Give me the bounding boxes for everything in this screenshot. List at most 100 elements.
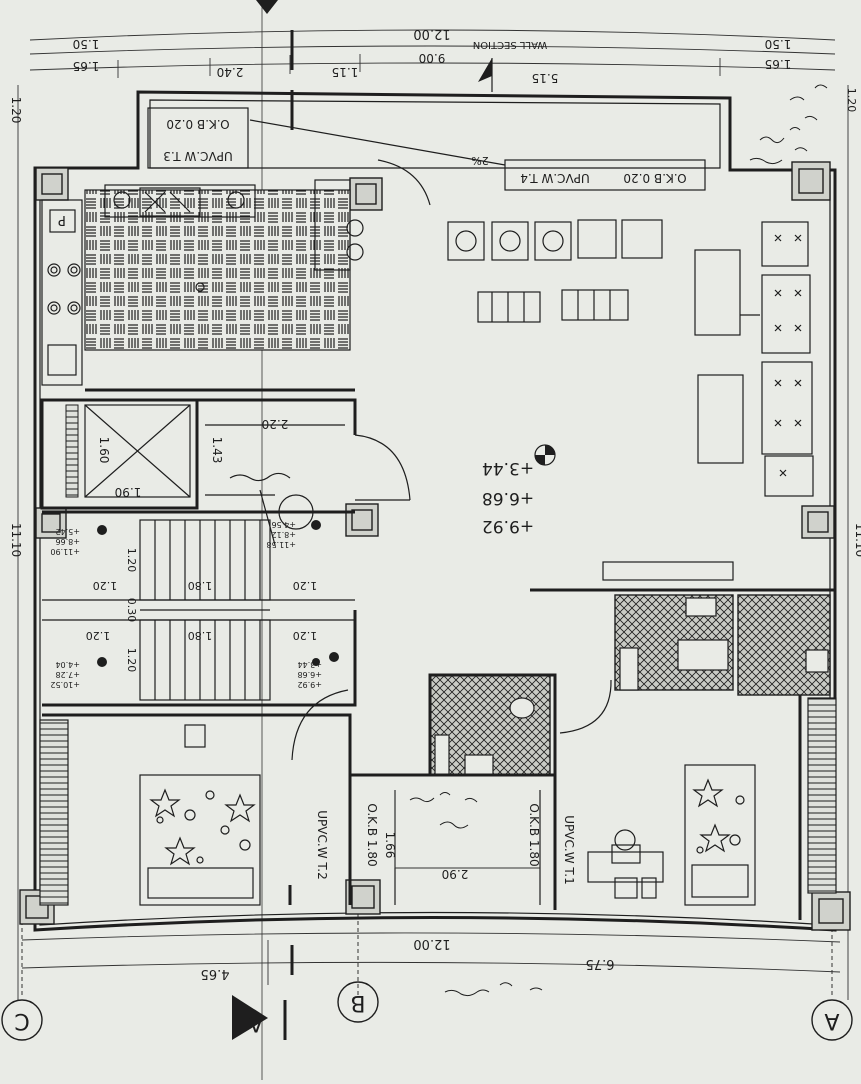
level-marker (534, 444, 556, 466)
coffee-table-1 (694, 249, 741, 336)
coffee-table-2 (697, 374, 744, 464)
bed-right (684, 764, 756, 906)
bed-left (139, 774, 261, 906)
dim-115: 1.15 (332, 65, 359, 79)
dim-143: 1.43 (210, 437, 224, 464)
dim-total-bottom: 12.00 (413, 936, 450, 951)
stair-dim-120b: 1.20 (93, 579, 118, 592)
stair-level-728: +7.28 (55, 670, 80, 679)
stair-level-812: +8.12 (271, 530, 296, 539)
stair-dim-120f: 1.20 (86, 629, 111, 642)
dim-220: 2.20 (262, 417, 289, 431)
window-t4-type: UPVC.W T.4 (520, 171, 589, 185)
elevator-height: 1.60 (97, 437, 111, 464)
stair-level-404: +4.04 (55, 660, 80, 669)
stair-dim-180a: 1.80 (188, 579, 213, 592)
dim-166: 1.66 (383, 832, 397, 859)
top-dimensions: 12.00 1.50 1.65 WALL SECTION 9.00 1.50 1… (29, 26, 836, 85)
dining-chairs (477, 289, 629, 323)
kitchen-wood-floor (84, 189, 351, 351)
dim-side-left-120: 1.20 (9, 97, 23, 124)
stair-level-668b: +6.68 (297, 670, 322, 679)
bath-door-swing-1 (559, 679, 612, 734)
sofa-set (447, 219, 663, 261)
appliance-p-symbol: P (58, 212, 66, 227)
stair-dim-030: 0.30 (125, 598, 138, 623)
dim-240: 2.40 (217, 65, 244, 79)
handwritten-notes-top-right (749, 84, 828, 165)
window-t1-type: UPVC.W T.1 (562, 815, 576, 884)
handwritten-notes-middle (409, 792, 543, 997)
dim-side-right-1110: 11.10 (853, 523, 861, 557)
kitchen-counter (41, 199, 83, 386)
dim-left-150: 1.50 (73, 37, 100, 51)
level-992: +9.92 (482, 516, 534, 536)
bath-door-swing-2 (291, 689, 349, 761)
svg-text:A: A (824, 1008, 839, 1033)
wardrobe-left (39, 719, 69, 906)
window-t3-okb: O.K.B 0.20 (166, 117, 229, 131)
window-t3-frame (147, 107, 249, 169)
stair-level-344b: +3.44 (297, 660, 322, 669)
stair-level-992b: +9.92 (297, 680, 322, 689)
stair-level-1158: +11.58 (266, 540, 296, 549)
wall-section-label: WALL SECTION (473, 39, 548, 50)
lamp-bedside-left (184, 724, 206, 748)
dim-side-right-120: 1.20 (845, 88, 858, 113)
stair-dim-180b: 1.80 (188, 629, 213, 642)
stair-dim-120c: 1.20 (125, 648, 138, 673)
fridge (314, 179, 351, 271)
stair-dim-120d: 1.20 (293, 579, 318, 592)
stair-level-542: +5.42 (55, 527, 80, 536)
sectional-sofa (761, 221, 814, 497)
stair-dim-120e: 1.20 (293, 629, 318, 642)
window-t4-frame (504, 159, 706, 191)
svg-text:A: A (248, 1010, 263, 1035)
bathroom-2-tile (737, 594, 831, 696)
window-t4-okb: O.K.B 0.20 (623, 171, 686, 185)
counter-right (602, 561, 734, 581)
dim-right-150: 1.50 (765, 37, 792, 51)
dim-515: 5.15 (532, 71, 559, 85)
stair-level-866: +8.66 (55, 537, 80, 546)
ceiling-light-kitchen (195, 282, 205, 292)
stove-burners (47, 263, 81, 315)
dim-left-165: 1.65 (73, 59, 100, 73)
elevator-shaft (40, 398, 199, 510)
elevator-width: 1.90 (115, 485, 142, 499)
dim-290: 2.90 (442, 867, 469, 881)
window-t1-okb: O.K.B 1.80 (527, 803, 541, 866)
stair-level-1190: +11.90 (50, 547, 80, 556)
section-marker-bottom: A (232, 995, 287, 1040)
bed-left-pattern (149, 788, 256, 866)
level-344: +3.44 (482, 458, 534, 478)
columns (19, 161, 851, 931)
staircase (42, 510, 357, 707)
kitchen-sink-counter (104, 184, 256, 218)
grid-bubble-c: C (1, 999, 43, 1041)
entry-door-swing (354, 434, 411, 501)
dim-675: 6.75 (586, 956, 615, 971)
svg-text:C: C (14, 1008, 29, 1033)
stair-level-456: +4.56 (271, 520, 296, 529)
level-668: +6.68 (482, 488, 534, 508)
dim-900: 9.00 (419, 51, 446, 65)
north-arrow (478, 58, 492, 82)
dim-total-top: 12.00 (413, 26, 450, 41)
bottom-dimensions: 12.00 6.75 4.65 (21, 932, 841, 985)
stair-level-1052: +10.52 (50, 680, 80, 689)
dim-right-165: 1.65 (765, 57, 792, 71)
bed-right-pattern (692, 778, 745, 854)
stair-dim-120a: 1.20 (125, 548, 138, 573)
section-arrow-top (256, 0, 278, 14)
grid-bubble-a: A (811, 999, 853, 1041)
window-t2-okb: O.K.B 1.80 (365, 803, 379, 866)
grid-bubble-b: B (337, 981, 379, 1023)
window-t2-type: UPVC.W T.2 (315, 810, 329, 879)
balcony-door-swing (377, 159, 431, 206)
svg-text:B: B (350, 990, 365, 1015)
dim-465: 4.65 (201, 966, 230, 981)
wardrobe-right (807, 697, 837, 894)
window-t3-type: UPVC.W T.3 (163, 149, 232, 163)
